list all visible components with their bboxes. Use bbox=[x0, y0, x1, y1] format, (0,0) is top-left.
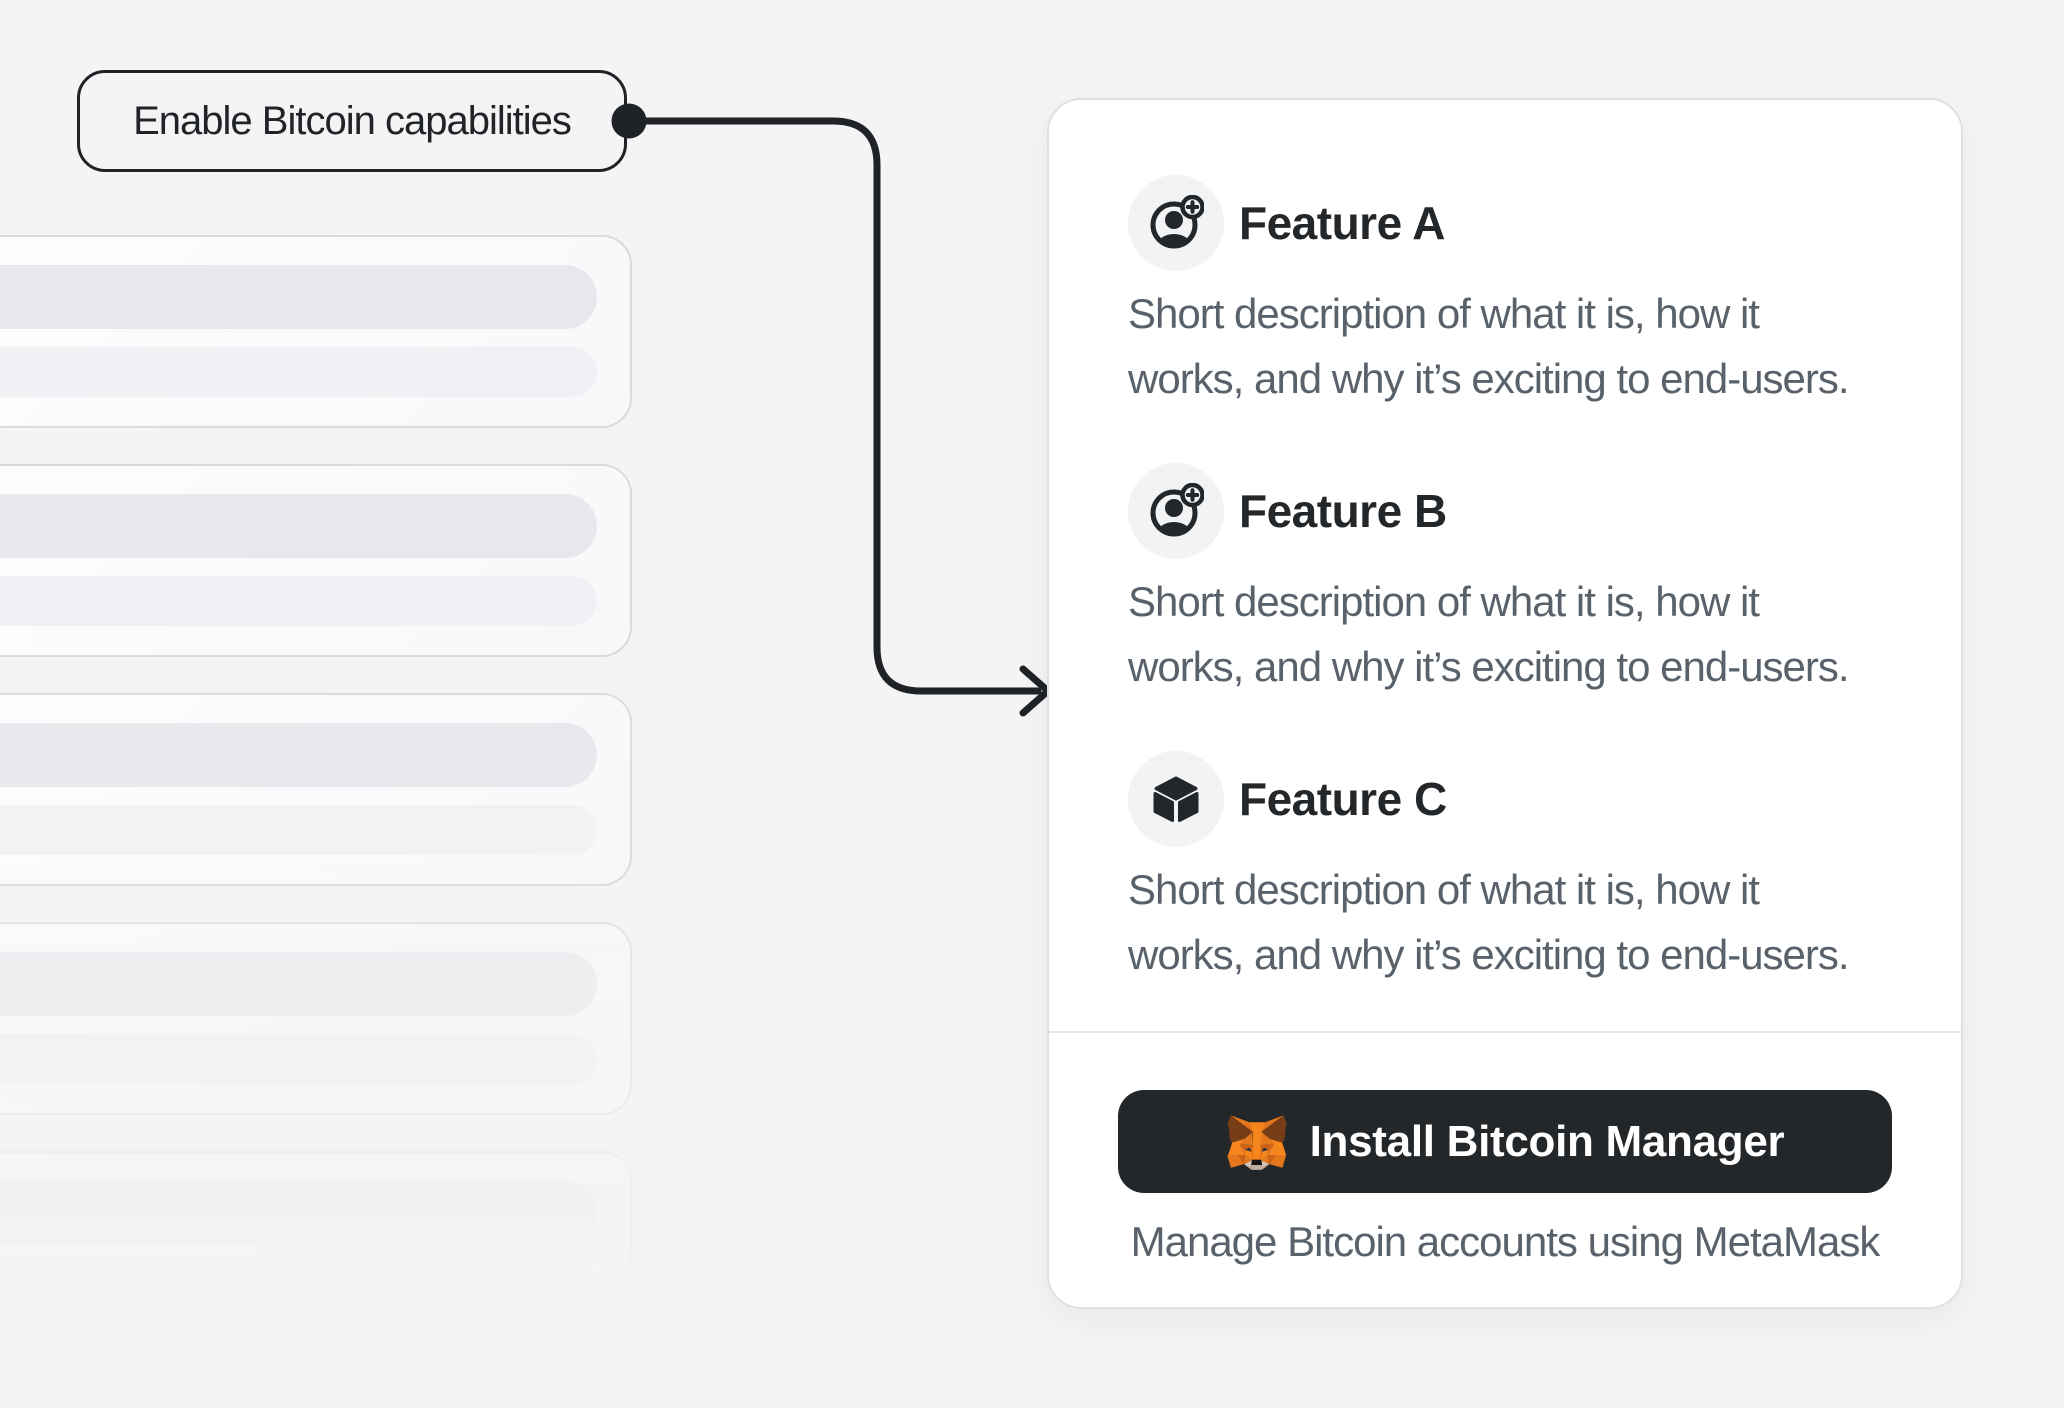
feature-title: Feature B bbox=[1239, 485, 1447, 537]
feature-header: Feature A bbox=[1128, 175, 1891, 271]
features-card: Feature A Short description of what it i… bbox=[1047, 98, 1963, 1309]
feature-description: Short description of what it is, how it … bbox=[1128, 578, 1850, 690]
feature-description: Short description of what it is, how it … bbox=[1128, 866, 1850, 978]
skeleton-bar bbox=[0, 1034, 597, 1084]
skeleton-card bbox=[0, 693, 632, 886]
feature-section-a: Feature A Short description of what it i… bbox=[1128, 175, 1891, 411]
feature-title: Feature A bbox=[1239, 197, 1445, 249]
panel-footer: Install Bitcoin Manager Manage Bitcoin a… bbox=[1049, 1031, 1961, 1266]
skeleton-bar bbox=[0, 576, 597, 626]
callout-label: Enable Bitcoin capabilities bbox=[77, 70, 627, 172]
feature-description: Short description of what it is, how it … bbox=[1128, 290, 1850, 402]
feature-title: Feature C bbox=[1239, 773, 1447, 825]
skeleton-bar bbox=[0, 494, 597, 558]
skeleton-card bbox=[0, 464, 632, 657]
skeleton-card bbox=[0, 1151, 632, 1344]
install-button-label: Install Bitcoin Manager bbox=[1309, 1116, 1785, 1166]
feature-header: Feature B bbox=[1128, 463, 1891, 559]
skeleton-bar bbox=[0, 265, 597, 329]
skeleton-card bbox=[0, 235, 632, 428]
metamask-fox-icon bbox=[1226, 1113, 1288, 1171]
footer-caption: Manage Bitcoin accounts using MetaMask bbox=[1130, 1218, 1881, 1265]
skeleton-bar bbox=[0, 347, 597, 397]
account-plus-icon bbox=[1128, 175, 1224, 271]
feature-header: Feature C bbox=[1128, 751, 1891, 847]
account-plus-icon bbox=[1128, 463, 1224, 559]
skeleton-card bbox=[0, 922, 632, 1115]
feature-section-b: Feature B Short description of what it i… bbox=[1128, 463, 1891, 699]
install-bitcoin-manager-button[interactable]: Install Bitcoin Manager bbox=[1118, 1090, 1892, 1193]
skeleton-bar bbox=[0, 1263, 597, 1313]
features-list: Feature A Short description of what it i… bbox=[1049, 100, 1961, 987]
cube-icon bbox=[1128, 751, 1224, 847]
skeleton-bar bbox=[0, 723, 597, 787]
arrowhead-icon bbox=[1019, 665, 1052, 717]
callout-label-text: Enable Bitcoin capabilities bbox=[133, 98, 572, 143]
feature-section-c: Feature C Short description of what it i… bbox=[1128, 751, 1891, 987]
skeleton-bar bbox=[0, 952, 597, 1016]
skeleton-panel bbox=[0, 235, 632, 1380]
skeleton-bar bbox=[0, 1181, 597, 1245]
skeleton-bar bbox=[0, 805, 597, 855]
